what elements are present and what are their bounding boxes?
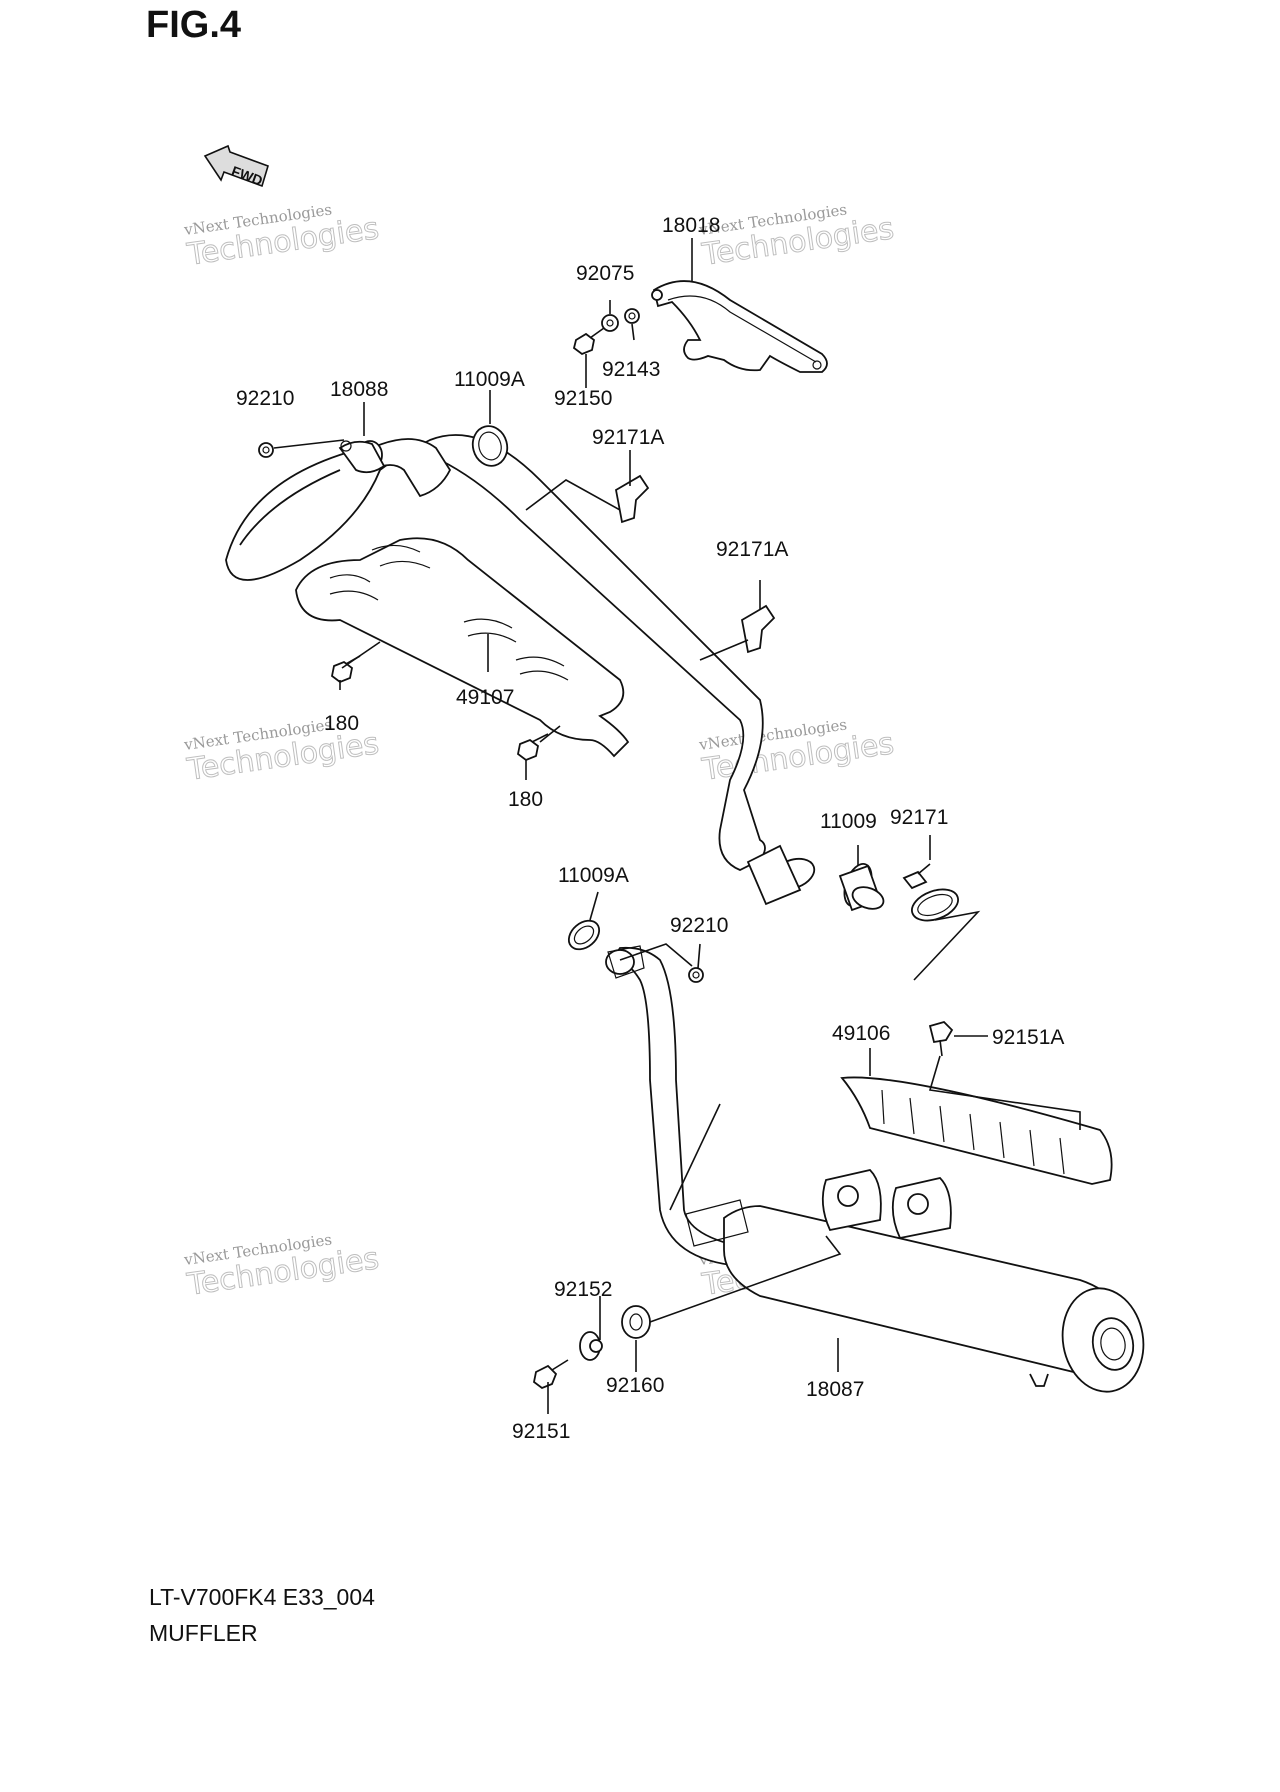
bolt-180-upper-icon (331, 655, 361, 684)
gasket-11009a-upper-icon (471, 425, 509, 467)
part-label-92151a: 92151A (992, 1026, 1064, 1049)
part-label-11009a-upper: 11009A (454, 368, 525, 391)
watermark: Technologies vNext Technologies (182, 200, 382, 273)
gasket-11009a-lower-icon (567, 919, 601, 951)
part-label-92152: 92152 (554, 1278, 612, 1301)
part-label-92150: 92150 (554, 387, 612, 410)
figure-title: FIG.4 (146, 4, 242, 46)
part-label-92171a-upper: 92171A (592, 426, 664, 449)
washer-92152-icon (579, 1331, 603, 1361)
bracket-92171a-upper-icon (614, 474, 650, 524)
part-label-92171: 92171 (890, 806, 948, 829)
washer-92143-icon (624, 308, 640, 324)
part-label-18087: 18087 (806, 1378, 864, 1401)
heat-shield-49107 (295, 537, 630, 758)
part-label-92143: 92143 (602, 358, 660, 381)
screw-92151a-icon (928, 1020, 954, 1057)
part-label-180-upper: 180 (324, 712, 359, 735)
part-label-92075: 92075 (576, 262, 634, 285)
clamp-92171-icon (902, 863, 959, 922)
nut-92210-lower-icon (688, 967, 704, 983)
part-label-92151: 92151 (512, 1420, 570, 1443)
bracket-92171a-lower-icon (740, 604, 776, 654)
part-label-180-lower: 180 (508, 788, 543, 811)
leader-lines (273, 238, 1081, 1414)
part-label-18018: 18018 (662, 214, 720, 237)
part-label-49107: 49107 (456, 686, 514, 709)
part-label-11009a-lower: 11009A (558, 864, 629, 887)
fwd-arrow-icon: FWD (203, 144, 269, 189)
gasket-11009-icon (838, 863, 885, 912)
part-label-92171a-lower: 92171A (716, 538, 788, 561)
part-label-92210-upper: 92210 (236, 387, 294, 410)
bolt-92150-icon (572, 327, 605, 356)
diagram-name: MUFFLER (149, 1620, 258, 1646)
heat-shield-49106 (840, 1076, 1113, 1185)
bolt-180-lower-icon (517, 733, 549, 762)
muffler-18087 (685, 1169, 1145, 1393)
nut-92075-icon (601, 314, 619, 332)
grommet-92160-icon (621, 1305, 651, 1339)
part-label-49106: 49106 (832, 1022, 890, 1045)
nut-92210-upper-icon (258, 442, 274, 458)
part-label-11009: 11009 (820, 810, 877, 833)
model-code: LT-V700FK4 E33_004 (149, 1584, 375, 1610)
watermark: Technologies vNext Technologies (182, 1230, 382, 1303)
part-label-18088: 18088 (330, 378, 388, 401)
front-exhaust-pipe (225, 434, 816, 906)
part-labels: 18018 92075 92143 92150 92210 18088 1100… (236, 214, 1064, 1443)
watermark: Technologies vNext Technologies (697, 200, 897, 273)
bolt-92151-icon (533, 1359, 569, 1390)
part-label-92210-lower: 92210 (670, 914, 728, 937)
part-label-92160: 92160 (606, 1374, 664, 1397)
watermark: Technologies vNext Technologies (697, 715, 897, 788)
heat-shield-bracket (651, 280, 828, 373)
